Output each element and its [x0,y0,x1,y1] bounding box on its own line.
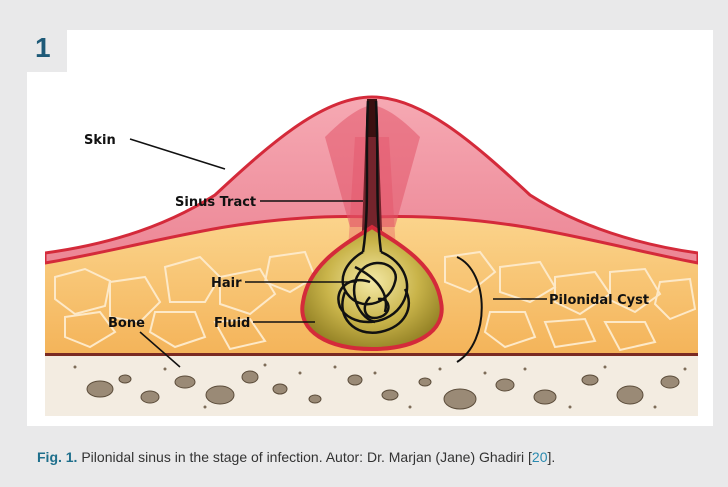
caption-text: Pilonidal sinus in the stage of infectio… [77,449,531,465]
bone-surface-line [45,353,698,356]
caption-reference-link[interactable]: 20 [532,449,548,465]
label-bone: Bone [108,316,145,331]
pilonidal-sinus-illustration: Skin Sinus Tract Hair Fluid Bone Pilonid… [45,77,698,416]
label-skin: Skin [84,133,116,148]
label-fluid: Fluid [214,316,250,331]
caption-figure-label: Fig. 1. [37,449,77,465]
figure-number: 1 [35,32,51,64]
label-sinus-tract: Sinus Tract [175,195,256,210]
label-hair: Hair [211,276,242,291]
caption-text-end: ]. [547,449,555,465]
bone-layer [45,355,698,416]
figure-caption: Fig. 1. Pilonidal sinus in the stage of … [37,449,555,465]
figure-number-badge: 1 [27,30,67,72]
label-pilonidal-cyst: Pilonidal Cyst [549,293,649,308]
